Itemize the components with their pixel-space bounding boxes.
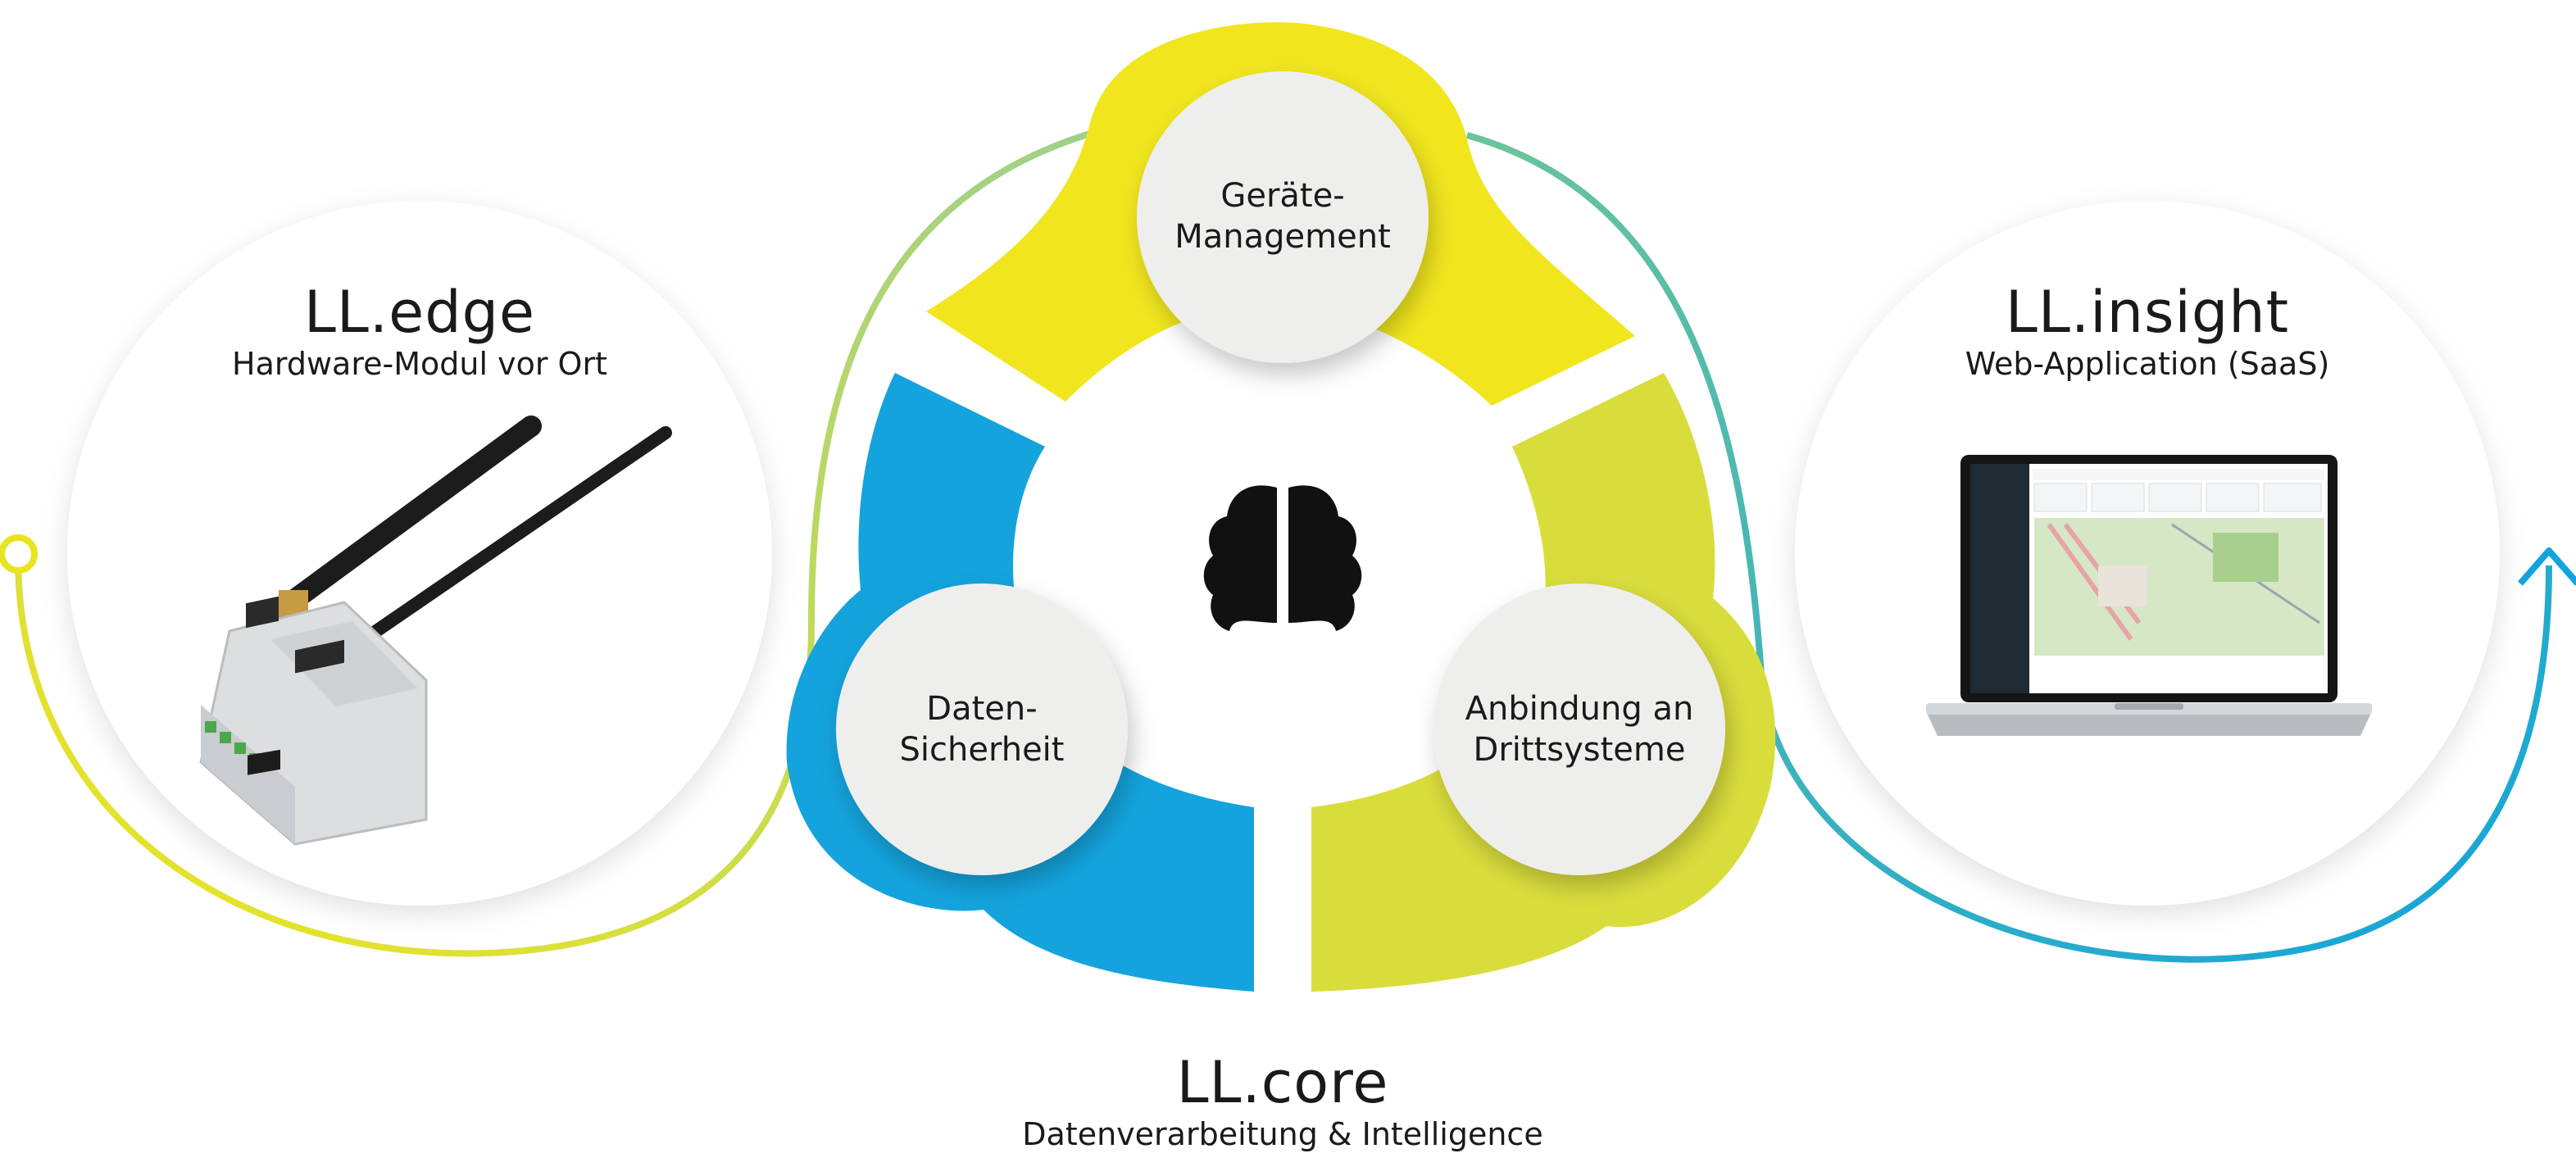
node-geraete-management [1137,71,1429,363]
node-daten-sicherheit [836,583,1128,875]
laptop-image [1926,455,2372,736]
core-title: LL.core [1176,1049,1389,1116]
core-subtitle: Datenverarbeitung & Intelligence [1022,1116,1543,1152]
node-label-daten-sicherheit: Daten- Sicherheit [899,690,1065,769]
insight-subtitle: Web-Application (SaaS) [1965,346,2330,382]
node-label-anbindung-drittsysteme: Anbindung an Drittsysteme [1465,690,1694,769]
edge-title: LL.edge [303,279,536,346]
arrow-head-icon [2517,547,2576,586]
node-label-geraete-management: Geräte- Management [1174,177,1391,256]
edge-subtitle: Hardware-Modul vor Ort [232,346,607,382]
node-anbindung-drittsysteme [1433,583,1725,875]
flow-arc-right [1465,132,2552,963]
flow-start-dot [0,534,38,574]
brain-icon [1203,485,1362,631]
insight-title: LL.insight [2005,279,2290,346]
hardware-module-image [199,415,672,846]
flow-arc-left [15,128,1100,957]
